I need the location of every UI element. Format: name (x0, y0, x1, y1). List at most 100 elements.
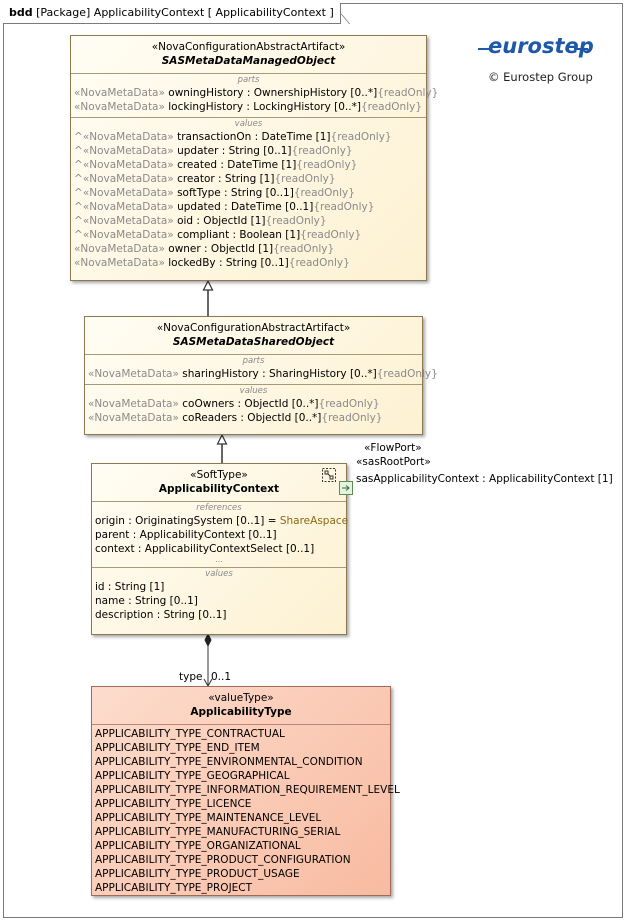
inherited-marker: ^ (74, 201, 83, 213)
value-name: name (95, 595, 125, 607)
block-structure-icon (322, 468, 336, 482)
property-type: : ObjectId [1] (200, 243, 274, 255)
property-row: ^«NovaMetaData» creator : String [1]{rea… (74, 172, 423, 186)
block-sasmetadata-shared-object[interactable]: «NovaConfigurationAbstractArtifact» SASM… (84, 316, 438, 435)
reference-row: origin : OriginatingSystem [0..1] = Shar… (95, 514, 348, 528)
references-compartment: references origin : OriginatingSystem [0… (92, 502, 348, 568)
property-name: softType (177, 187, 221, 199)
logo-text: eurostep (488, 34, 594, 58)
property-name: transactionOn (177, 131, 252, 143)
property-modifier: {readOnly} (293, 187, 355, 199)
property-modifier: {readOnly} (288, 257, 350, 269)
property-name: coOwners (182, 398, 235, 410)
property-modifier: {readOnly} (300, 229, 362, 241)
property-modifier: {readOnly} (296, 159, 358, 171)
values-compartment: values «NovaMetaData» coOwners : ObjectI… (85, 385, 422, 428)
property-row: ^«NovaMetaData» compliant : Boolean [1]{… (74, 228, 423, 242)
compartment-title: parts (237, 75, 260, 85)
property-row: «NovaMetaData» coReaders : ObjectId [0..… (88, 411, 419, 425)
logo-dash-right (574, 48, 588, 50)
property-type: : String [0..1] (218, 145, 292, 157)
inherited-marker: ^ (74, 173, 83, 185)
property-row: «NovaMetaData» owner : ObjectId [1]{read… (74, 242, 423, 256)
block-name: ApplicabilityContext (158, 483, 280, 495)
metadata-stereotype: «NovaMetaData» (74, 243, 165, 255)
property-row: ^«NovaMetaData» created : DateTime [1]{r… (74, 158, 423, 172)
enum-literal: APPLICABILITY_TYPE_GEOGRAPHICAL (95, 770, 290, 782)
property-name: creator (177, 173, 215, 185)
port-stereotype-flowport: «FlowPort» (364, 442, 422, 454)
copyright-text: © Eurostep Group (488, 70, 593, 84)
reference-type: : ApplicabilityContextSelect [0..1] (134, 543, 315, 555)
enum-literal: APPLICABILITY_TYPE_MANUFACTURING_SERIAL (95, 826, 341, 838)
composition-diamond (204, 632, 212, 648)
inherited-marker: ^ (74, 131, 83, 143)
property-row: ^«NovaMetaData» transactionOn : DateTime… (74, 130, 423, 144)
property-type: : String [0..1] (220, 187, 294, 199)
reference-name: parent (95, 529, 130, 541)
values-compartment: values ^«NovaMetaData» transactionOn : D… (71, 118, 426, 273)
value-name: description (95, 609, 154, 621)
stereotype-label: «NovaConfigurationAbstractArtifact» (156, 322, 351, 334)
property-name: lockingHistory (168, 101, 244, 113)
block-name: SASMetaDataManagedObject (161, 55, 336, 67)
enum-literal: APPLICABILITY_TYPE_END_ITEM (95, 742, 260, 754)
property-type: : LockingHistory [0..*] (243, 101, 361, 113)
block-applicability-type[interactable]: «valueType» ApplicabilityType APPLICABIL… (91, 686, 400, 896)
property-row: ^«NovaMetaData» updater : String [0..1]{… (74, 144, 423, 158)
metadata-stereotype: «NovaMetaData» (74, 101, 165, 113)
property-name: created (177, 159, 218, 171)
metadata-stereotype: «NovaMetaData» (74, 87, 165, 99)
flow-port[interactable] (339, 481, 353, 495)
property-modifier: {readOnly} (291, 145, 353, 157)
property-name: compliant (177, 229, 230, 241)
property-modifier: {readOnly} (330, 131, 392, 143)
metadata-stereotype: «NovaMetaData» (82, 229, 174, 241)
value-row: name : String [0..1] (95, 594, 343, 608)
frame-title-tab: bdd [Package] ApplicabilityContext [ App… (3, 3, 341, 24)
frame-keyword: bdd (9, 6, 33, 19)
enum-literal: APPLICABILITY_TYPE_PRODUCT_CONFIGURATION (95, 854, 351, 866)
property-name: lockedBy (168, 257, 216, 269)
association-multiplicity: 0..1 (211, 671, 232, 683)
association-role: type (179, 671, 203, 683)
block-sasmetadata-managed-object[interactable]: «NovaConfigurationAbstractArtifact» SASM… (70, 35, 438, 281)
block-applicability-context[interactable]: «SoftType» ApplicabilityContext referenc… (91, 463, 348, 635)
property-type: : Boolean [1] (229, 229, 301, 241)
compartment-title: values (234, 119, 263, 129)
enum-literal: APPLICABILITY_TYPE_ENVIRONMENTAL_CONDITI… (95, 756, 363, 768)
values-compartment: values id : String [1]name : String [0..… (92, 568, 346, 625)
property-name: updated (177, 201, 221, 213)
property-type: : OwnershipHistory [0..*] (243, 87, 378, 99)
stereotype-label: «valueType» (208, 692, 274, 704)
reference-type: : OriginatingSystem [0..1] = (124, 515, 280, 527)
metadata-stereotype: «NovaMetaData» (82, 187, 174, 199)
value-type: : String [1] (104, 581, 165, 593)
property-name: owner (168, 243, 201, 255)
enum-literal: APPLICABILITY_TYPE_PROJECT (95, 882, 253, 894)
compartment-title: parts (242, 356, 265, 366)
metadata-stereotype: «NovaMetaData» (88, 398, 179, 410)
enum-literal: APPLICABILITY_TYPE_MAINTENANCE_LEVEL (95, 812, 322, 824)
property-name: oid (177, 215, 194, 227)
metadata-stereotype: «NovaMetaData» (82, 145, 174, 157)
inherited-marker: ^ (74, 145, 83, 157)
metadata-stereotype: «NovaMetaData» (88, 412, 179, 424)
metadata-stereotype: «NovaMetaData» (82, 215, 174, 227)
logo-dash-left (478, 48, 490, 50)
property-row: «NovaMetaData» sharingHistory : SharingH… (88, 367, 438, 381)
metadata-stereotype: «NovaMetaData» (82, 201, 174, 213)
port-stereotype-sasrootport: «sasRootPort» (356, 456, 431, 468)
compartment-title: values (205, 569, 233, 579)
inherited-marker: ^ (74, 215, 83, 227)
value-row: description : String [0..1] (95, 608, 343, 622)
property-name: coReaders (182, 412, 238, 424)
property-row: ^«NovaMetaData» oid : ObjectId [1]{readO… (74, 214, 423, 228)
compartment-title: references (196, 503, 242, 513)
port-label: sasApplicabilityContext : ApplicabilityC… (356, 473, 613, 485)
frame-title: [Package] ApplicabilityContext [ Applica… (36, 6, 334, 19)
reference-row: parent : ApplicabilityContext [0..1] (95, 528, 343, 542)
reference-name: origin (95, 515, 125, 527)
property-type: : DateTime [1] (251, 131, 331, 143)
property-name: sharingHistory (182, 368, 259, 380)
